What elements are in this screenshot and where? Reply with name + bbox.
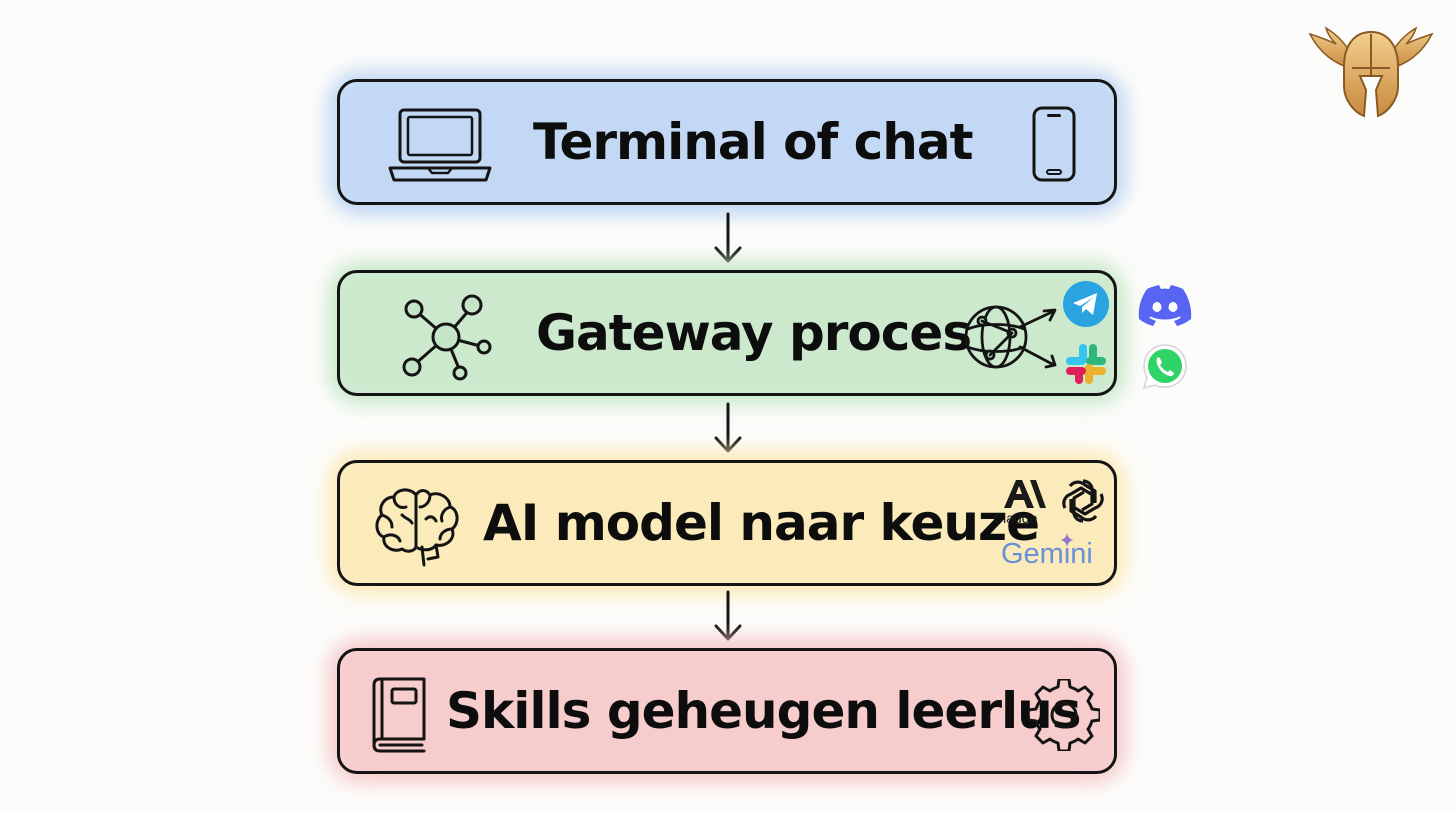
network-hub-icon: [402, 294, 492, 381]
step-ai-model-box: AI model naar keuze: [337, 460, 1117, 586]
helmet-logo-icon: [1308, 26, 1434, 118]
gear-icon: [1028, 679, 1100, 751]
book-icon: [372, 677, 426, 753]
arrow-down-1-icon: [714, 212, 742, 263]
step-gateway-label: Gateway proces: [536, 304, 972, 362]
globe-routing-icon: [964, 305, 1057, 369]
smartphone-icon: [1032, 106, 1076, 182]
arrow-down-2-icon: [714, 402, 742, 453]
step-terminal-label: Terminal of chat: [533, 113, 974, 171]
step-skills-label: Skills geheugen leerlus: [446, 682, 1081, 740]
telegram-icon: [1063, 281, 1109, 327]
claude-brand-label: Claude: [993, 510, 1038, 526]
step-ai-model-label: AI model naar keuze: [483, 494, 1040, 552]
openai-icon: [1062, 479, 1104, 523]
anthropic-ai-icon: [1004, 480, 1046, 508]
step-gateway-box: Gateway proces: [337, 270, 1117, 396]
gemini-sparkle-icon: [1060, 533, 1074, 547]
step-terminal-box: Terminal of chat: [337, 79, 1117, 205]
laptop-icon: [388, 108, 492, 182]
step4-wash: [327, 638, 1127, 784]
brain-icon: [375, 488, 459, 567]
slack-icon: [1066, 344, 1106, 384]
step1-wash: [327, 70, 1127, 216]
arrow-down-3-icon: [714, 590, 742, 641]
discord-icon: [1138, 285, 1192, 326]
step-skills-box: Skills geheugen leerlus: [337, 648, 1117, 774]
step3-wash: [327, 450, 1127, 596]
gemini-brand-label: Gemini: [1001, 538, 1093, 570]
whatsapp-icon: [1142, 344, 1187, 390]
step2-wash: [327, 260, 1127, 406]
